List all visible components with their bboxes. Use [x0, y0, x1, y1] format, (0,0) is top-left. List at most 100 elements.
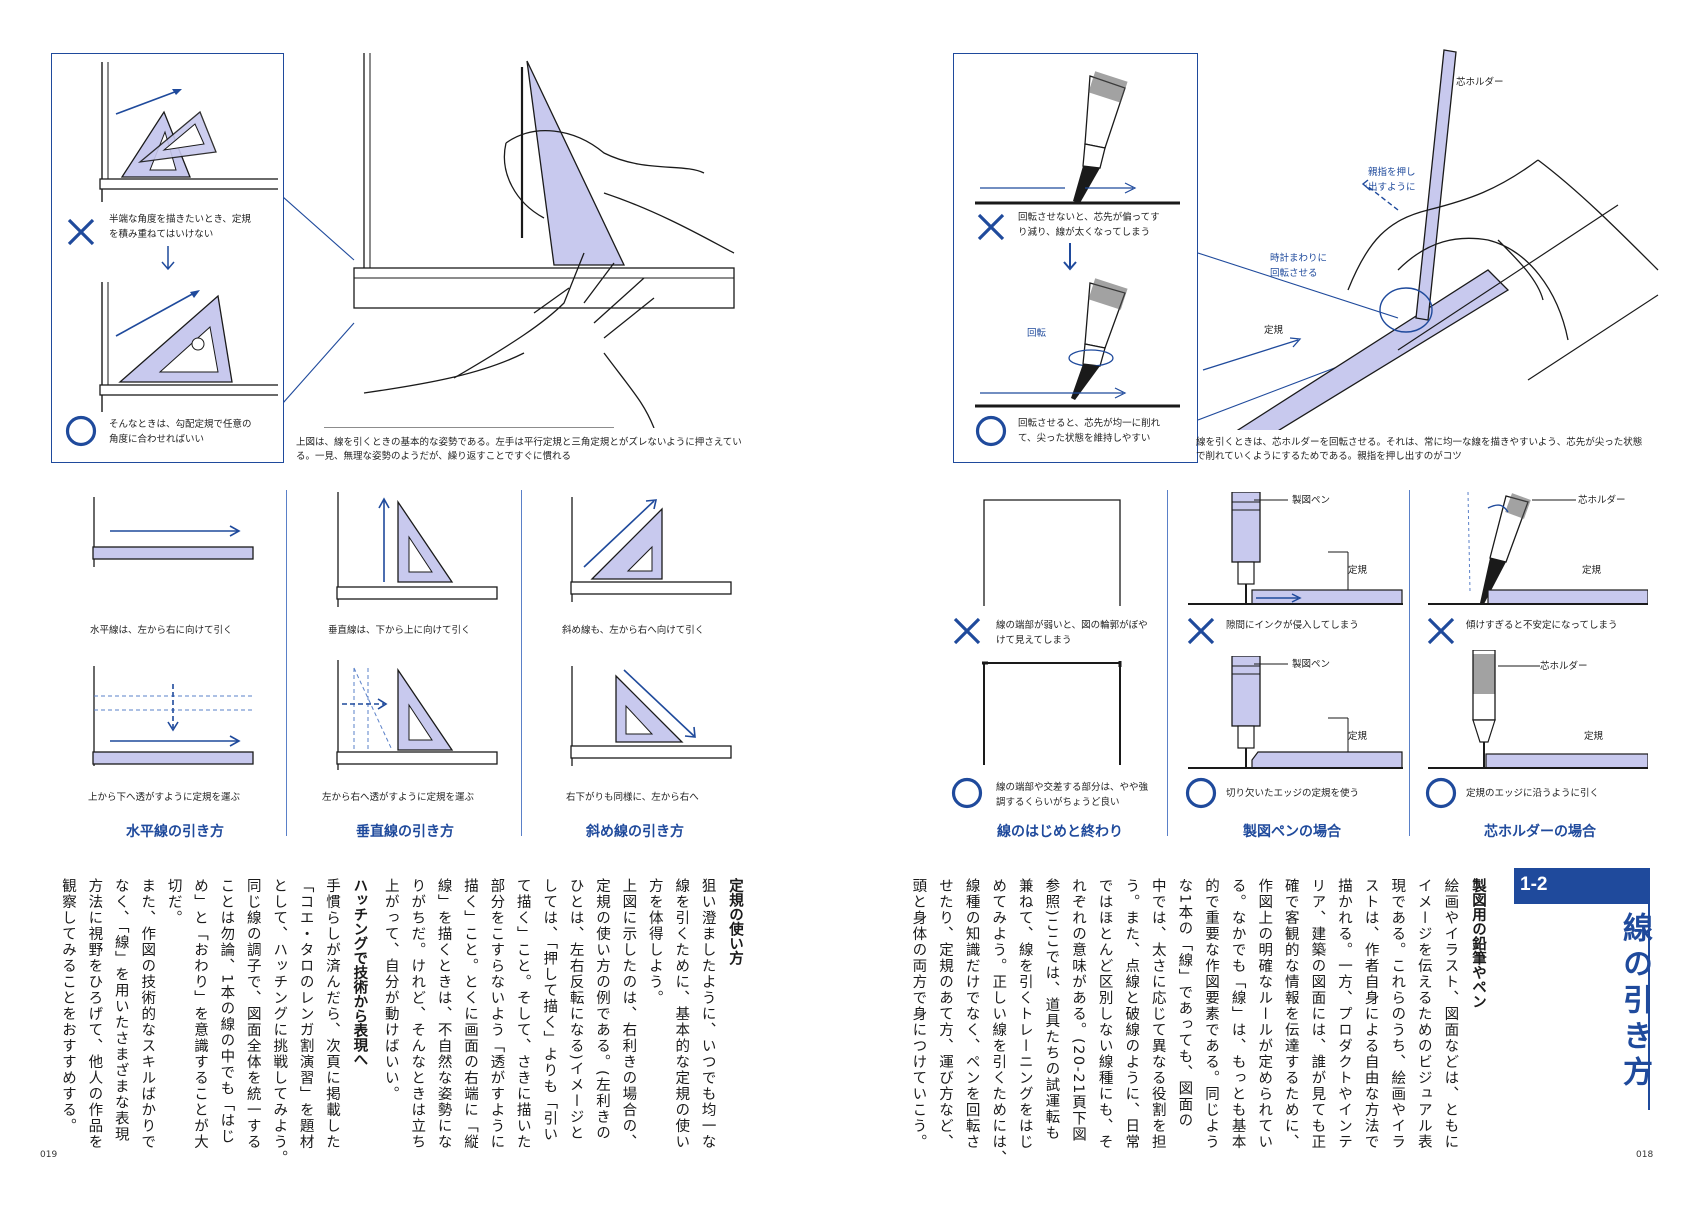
ruler-label-2: 定規	[1348, 731, 1368, 742]
diagonal-down-illustration	[570, 666, 732, 766]
body-column: りがちだ。けれど、そんなときは立ち	[409, 878, 426, 1150]
body-column: 参照)ここでは、道具たちの試運転も	[1043, 878, 1060, 1142]
line-end-right-caption: 線の端部や交差する部分は、やや強 調するくらいがちょうど良い	[996, 782, 1149, 808]
line-end-title: 線のはじめと終わり	[997, 824, 1123, 840]
triangle-comparison-box	[51, 53, 284, 463]
right-caption: 回転させると、芯先が均一に削れ て、尖った状態を維持しやすい	[1018, 418, 1161, 444]
body-column: イメージを伝えるためのビジュアル表	[1415, 878, 1432, 1150]
body-column: て描く」こと。そして、さきに描いた	[514, 878, 531, 1150]
body-column: 上がって、自分が動けばいい。	[382, 878, 399, 1102]
diagonal-title: 斜め線の引き方	[586, 824, 684, 840]
wrong-caption: 半端な角度を描きたいとき、定規 を積み重ねてはいけない	[109, 214, 251, 240]
clockwise-label: 時計まわりに 回転させる	[1270, 253, 1328, 279]
body-column: 方を体得しよう。	[646, 878, 663, 1006]
rotated-lead-illustration	[975, 278, 1180, 408]
horizontal-caption-2: 上から下へ透がすように定規を運ぶ	[88, 792, 241, 803]
cross-mark-icon	[977, 213, 1005, 241]
pen-label-2: 製図ペン	[1292, 659, 1331, 670]
pen-wrong-caption: 隙間にインクが侵入してしまう	[1226, 620, 1359, 631]
body-column: 線」を描くときは、不自然な姿勢にな	[435, 878, 452, 1150]
body-column: 中では、太さに応じて異なる役割を担	[1149, 878, 1166, 1150]
body-column: 描かれる。一方、プロダクトやインテ	[1336, 878, 1352, 1150]
body-column: 観察してみることをおすすめする。	[60, 878, 76, 1134]
chapter-title-rule	[1648, 868, 1650, 1110]
body-column: 部分をこすらないよう「透がすように	[488, 878, 505, 1150]
body-column: 同じ線の調子で、図面全体を統一する	[244, 878, 261, 1150]
circle-mark-icon	[951, 777, 983, 809]
chapter-number: 1-2	[1520, 874, 1548, 895]
stacked-triangles-illustration	[99, 62, 278, 202]
body-column: として、ハッチングに挑戦してみよう。	[271, 878, 288, 1166]
pen-right-caption: 切り欠いたエッジの定規を使う	[1226, 788, 1360, 799]
horizontal-title: 水平線の引き方	[126, 824, 224, 840]
holder-label: 芯ホルダー	[1456, 77, 1504, 88]
body-column: 狙い澄ましたように、いつでも均一な	[699, 878, 716, 1150]
pen-title: 製図ペンの場合	[1243, 824, 1341, 840]
body-column: また、作図の技術的なスキルばかりで	[139, 878, 156, 1150]
adjustable-triangle-illustration	[99, 282, 278, 412]
cross-mark-icon	[1187, 617, 1215, 645]
body-column: 「コエ・タロのレンガ割演習」を題材	[297, 878, 314, 1150]
body-column: 絵画やイラスト、図面などは、ともに	[1442, 878, 1459, 1150]
circle-mark-icon	[1185, 777, 1217, 809]
holder-label-c: 芯ホルダー	[1578, 495, 1626, 506]
horizontal-line-illustration	[92, 497, 254, 567]
line-end-wrong-caption: 線の端部が弱いと、図の輪郭がぼや けて見えてしまう	[996, 620, 1148, 646]
body-column: めてみよう。正しい線を引くためには、	[990, 878, 1007, 1166]
body-column: 描く」こと。とくに画面の右端に「縦	[462, 878, 478, 1150]
body-column: 線種の知識だけでなく、ペンを回転さ	[963, 878, 980, 1150]
body-column: 確で客観的な情報を伝達するために、	[1282, 878, 1299, 1150]
body-column: う。また、点線と破線のように、日常	[1123, 878, 1140, 1150]
circle-mark-icon	[1425, 777, 1457, 809]
body-column: 切だ。	[165, 878, 182, 926]
pen-label: 製図ペン	[1292, 495, 1331, 506]
holder-right-caption: 定規のエッジに沿うように引く	[1466, 788, 1600, 799]
section-heading: 製図用の鉛筆やペン	[1470, 878, 1486, 1009]
body-column: ではほとんど区別しない線種にも、そ	[1096, 878, 1113, 1150]
holder-title: 芯ホルダーの場合	[1484, 824, 1596, 840]
column-divider	[521, 490, 522, 836]
holder-caption: 線を引くときは、芯ホルダーを回転させる。それは、常に均一な線を描きやすいよう、芯…	[1196, 437, 1643, 462]
section-heading: ハッチングで技術から表現へ	[351, 878, 368, 1067]
horizontal-caption-1: 水平線は、左から右に向けて引く	[90, 625, 233, 636]
ruler-label: 定規	[1264, 325, 1284, 336]
ruler-label-c: 定規	[1582, 565, 1602, 576]
body-column: め」と「おわり」を意識することが大	[192, 878, 208, 1150]
right-caption: そんなときは、勾配定規で任意の 角度に合わせればいい	[109, 419, 252, 445]
push-label: 親指を押し 出すように	[1368, 167, 1416, 193]
down-arrow-icon	[161, 246, 175, 271]
horizontal-slide-illustration	[92, 666, 254, 766]
holder-wrong-caption: 傾けすぎると不安定になってしまう	[1466, 620, 1618, 631]
body-column: 兼ねて、線を引くトレーニングをはじ	[1016, 878, 1033, 1150]
vertical-title: 垂直線の引き方	[356, 824, 454, 840]
unrotated-lead-illustration	[975, 71, 1180, 205]
circle-mark-icon	[65, 415, 97, 447]
body-column: 作図上の明確なルールが定められてい	[1256, 878, 1273, 1150]
cross-mark-icon	[953, 617, 981, 645]
body-column: 手慣らしが済んだら、次頁に掲載した	[324, 878, 340, 1150]
vertical-slide-illustration	[336, 660, 498, 770]
body-column: 上図に示したのは、右利きの場合の、	[620, 878, 637, 1150]
cross-mark-icon	[1427, 617, 1455, 645]
strong-line-end-illustration	[982, 661, 1122, 765]
lead-rotation-box	[953, 53, 1198, 463]
body-column: ストは、作者自身による自由な方法で	[1362, 878, 1379, 1150]
body-column: ことは勿論、1本の線の中でも「はじ	[218, 878, 235, 1145]
circle-mark-icon	[975, 415, 1007, 447]
body-column: ひとは、左右反転になる)イメージと	[567, 878, 584, 1142]
body-column: 線を引くために、基本的な定規の使い	[673, 878, 690, 1150]
lead-holder-wrong-illustration	[1428, 492, 1648, 605]
vertical-caption-2: 左から右へ透がすように定規を運ぶ	[322, 792, 475, 803]
body-column: 方法に視野をひろげて、他人の作品を	[86, 878, 103, 1150]
drafting-pen-wrong-illustration	[1188, 492, 1403, 605]
diagonal-caption-1: 斜め線も、左から右へ向けて引く	[562, 625, 705, 636]
ruler-label: 定規	[1348, 565, 1368, 576]
weak-line-end-illustration	[983, 499, 1121, 606]
drawing-posture-illustration	[284, 53, 735, 428]
wrong-caption: 回転させないと、芯先が偏ってす り減り、線が太くなってしまう	[1018, 212, 1160, 238]
column-divider	[1167, 490, 1168, 836]
page-number: 018	[1636, 1150, 1654, 1160]
down-arrow-icon	[1063, 243, 1077, 271]
body-column: なく、「線」を用いたさまざまな表現	[112, 878, 129, 1143]
lead-holder-posture-illustration	[1198, 49, 1659, 430]
